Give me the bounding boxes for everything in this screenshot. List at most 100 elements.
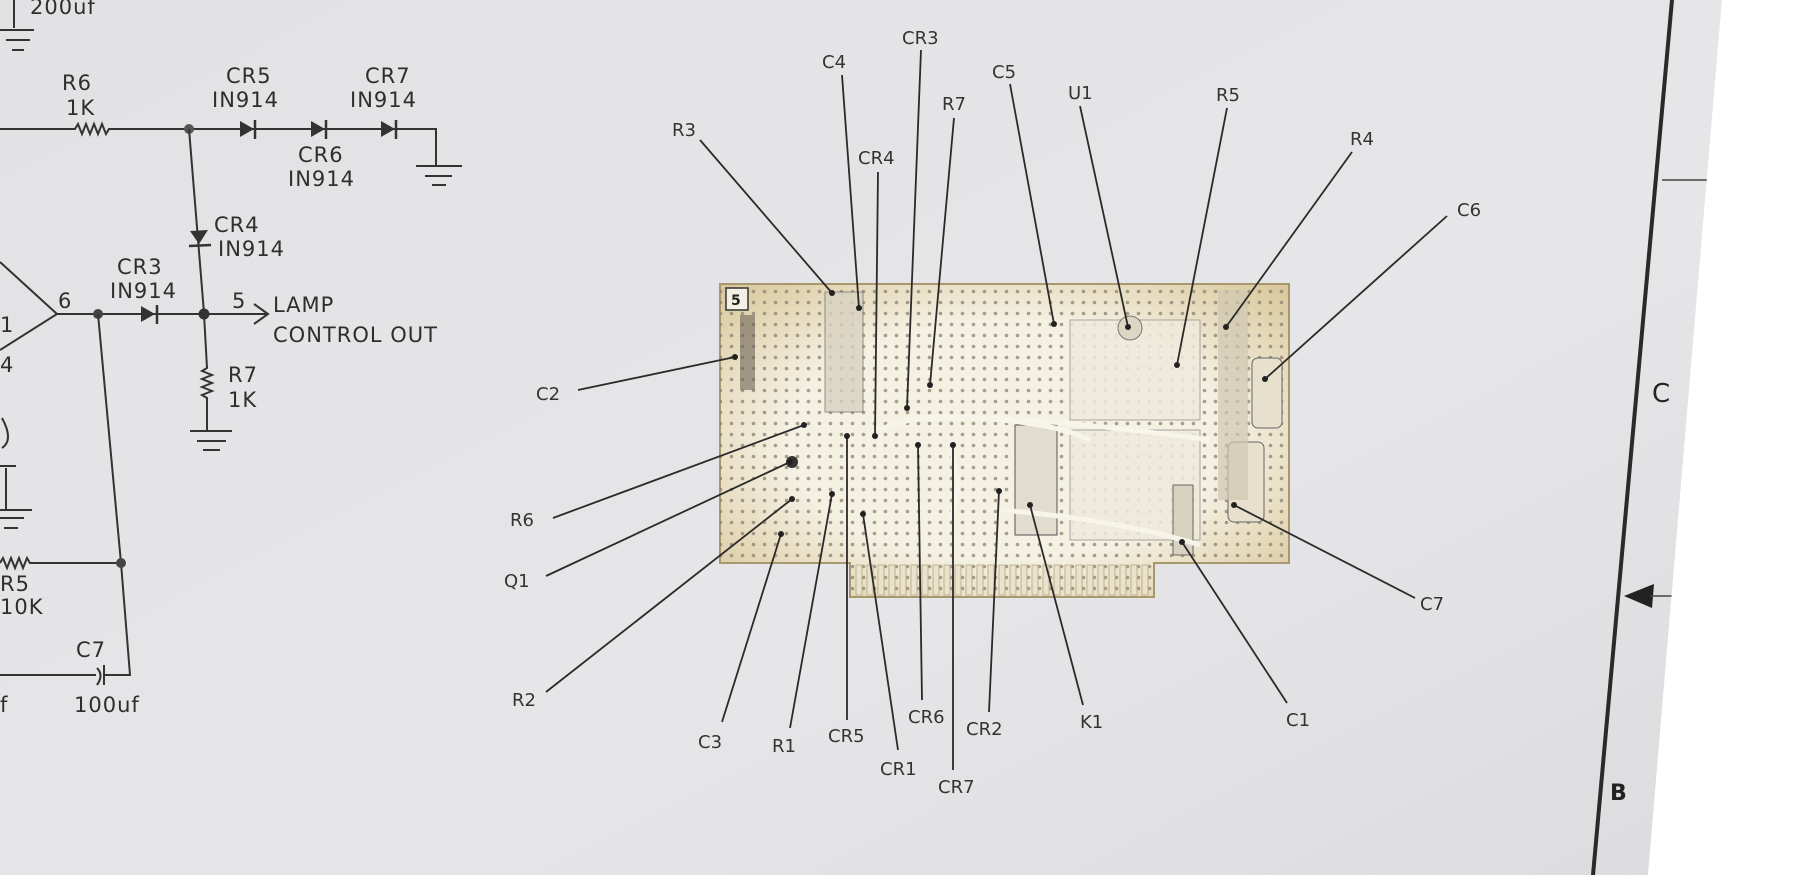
board-number-box	[725, 287, 749, 311]
zone-label-c: C	[1652, 379, 1670, 409]
opamp-pin-6: 6	[58, 289, 72, 313]
edge-finger	[1075, 564, 1083, 596]
edge-finger	[976, 564, 984, 596]
callout-label-cr5: CR5	[828, 726, 865, 747]
leader-dot	[829, 491, 835, 497]
top-cap-value: 200uf	[30, 0, 96, 19]
callout-label-cr4: CR4	[858, 148, 895, 169]
leader-line-cr1	[862, 513, 899, 751]
leader-line-u1	[1079, 105, 1129, 328]
leader-line-cr2	[988, 490, 1000, 713]
cr6-ref: CR6	[298, 143, 344, 167]
output-pin-5: 5	[232, 289, 246, 313]
ground-symbol	[416, 165, 462, 186]
callout-label-r2: R2	[512, 690, 536, 711]
edge-finger	[954, 564, 962, 596]
diode-cr5-symbol	[240, 120, 257, 139]
partial-value: f	[0, 693, 8, 717]
r5-ref: R5	[0, 572, 30, 596]
c7-value: 100uf	[74, 693, 140, 717]
drawing-border: C B	[1591, 0, 1715, 875]
cr5-part: IN914	[212, 88, 279, 112]
callout-label-r1: R1	[772, 736, 796, 757]
callout-label-cr3: CR3	[902, 28, 939, 49]
leader-line-r3	[699, 139, 833, 294]
leader-dot	[1027, 502, 1033, 508]
edge-finger	[987, 564, 995, 596]
callout-label-cr2: CR2	[966, 719, 1003, 740]
edge-finger	[965, 564, 973, 596]
edge-finger	[1020, 564, 1028, 596]
callout-label-k1: K1	[1080, 712, 1103, 733]
leader-dot	[950, 442, 956, 448]
cr7-ref: CR7	[365, 64, 411, 88]
leader-line-c1	[1181, 541, 1288, 704]
leader-line-cr3	[906, 49, 922, 409]
leader-line-cr4	[874, 171, 879, 437]
callout-label-cr7: CR7	[938, 777, 975, 798]
edge-finger	[1064, 564, 1072, 596]
r7-ref: R7	[228, 363, 258, 387]
leader-line-c3	[721, 533, 782, 723]
diode-cr4-symbol	[188, 230, 212, 248]
cr5-ref: CR5	[226, 64, 272, 88]
edge-finger	[855, 564, 863, 596]
callout-label-r5: R5	[1216, 85, 1240, 106]
edge-finger	[1141, 564, 1149, 596]
leader-line-q1	[545, 461, 791, 577]
zone-label-b: B	[1610, 781, 1627, 806]
callout-label-c5: C5	[992, 62, 1016, 83]
edge-finger	[1119, 564, 1127, 596]
leader-line-r7	[929, 117, 955, 386]
edge-finger	[1108, 564, 1116, 596]
callout-label-r4: R4	[1350, 129, 1374, 150]
leader-dot	[872, 433, 878, 439]
leader-dot	[927, 382, 933, 388]
schematic: 200uf R6 1K CR5 IN914 CR7 IN914 CR6 IN91…	[0, 0, 462, 717]
callout-label-c4: C4	[822, 52, 846, 73]
component-c6	[1251, 357, 1283, 429]
callout-label-c6: C6	[1457, 200, 1481, 221]
cr4-ref: CR4	[214, 213, 260, 237]
jumper-wires	[878, 414, 1211, 548]
leader-dot	[787, 459, 793, 465]
r6-ref: R6	[62, 71, 92, 95]
cr6-part: IN914	[288, 167, 355, 191]
control-out-label: CONTROL OUT	[273, 323, 438, 347]
leader-line-r6	[552, 424, 805, 519]
cr3-ref: CR3	[117, 255, 163, 279]
zone-arrow-icon	[1624, 584, 1654, 608]
cr3-part: IN914	[110, 279, 177, 303]
leader-dot	[1231, 502, 1237, 508]
junction-dot	[116, 558, 126, 568]
board-number: 5	[731, 293, 741, 309]
leader-line-c4	[841, 74, 860, 309]
edge-finger	[921, 564, 929, 596]
edge-finger	[1009, 564, 1017, 596]
component-c2	[740, 315, 755, 390]
callout-label-q1: Q1	[504, 571, 530, 592]
leader-dot	[732, 354, 738, 360]
leader-line-r5	[1176, 107, 1228, 366]
leader-line-c6	[1264, 215, 1448, 380]
callout-label-c2: C2	[536, 384, 560, 405]
leader-dot	[1174, 362, 1180, 368]
component-k1	[1014, 424, 1058, 536]
leader-line-c7	[1233, 504, 1416, 599]
c7-ref: C7	[76, 638, 106, 662]
callout-label-c3: C3	[698, 732, 722, 753]
leader-line-k1	[1029, 504, 1084, 706]
edge-finger	[1053, 564, 1061, 596]
callout-label-cr1: CR1	[880, 759, 917, 780]
callout-label-r6: R6	[510, 510, 534, 531]
edge-finger	[1042, 564, 1050, 596]
r7-value: 1K	[228, 388, 257, 412]
callout-label-r3: R3	[672, 120, 696, 141]
leader-dot	[915, 442, 921, 448]
leader-dot	[860, 511, 866, 517]
callout-label-cr6: CR6	[908, 707, 945, 728]
callout-label-u1: U1	[1068, 83, 1093, 104]
leader-dot	[996, 488, 1002, 494]
